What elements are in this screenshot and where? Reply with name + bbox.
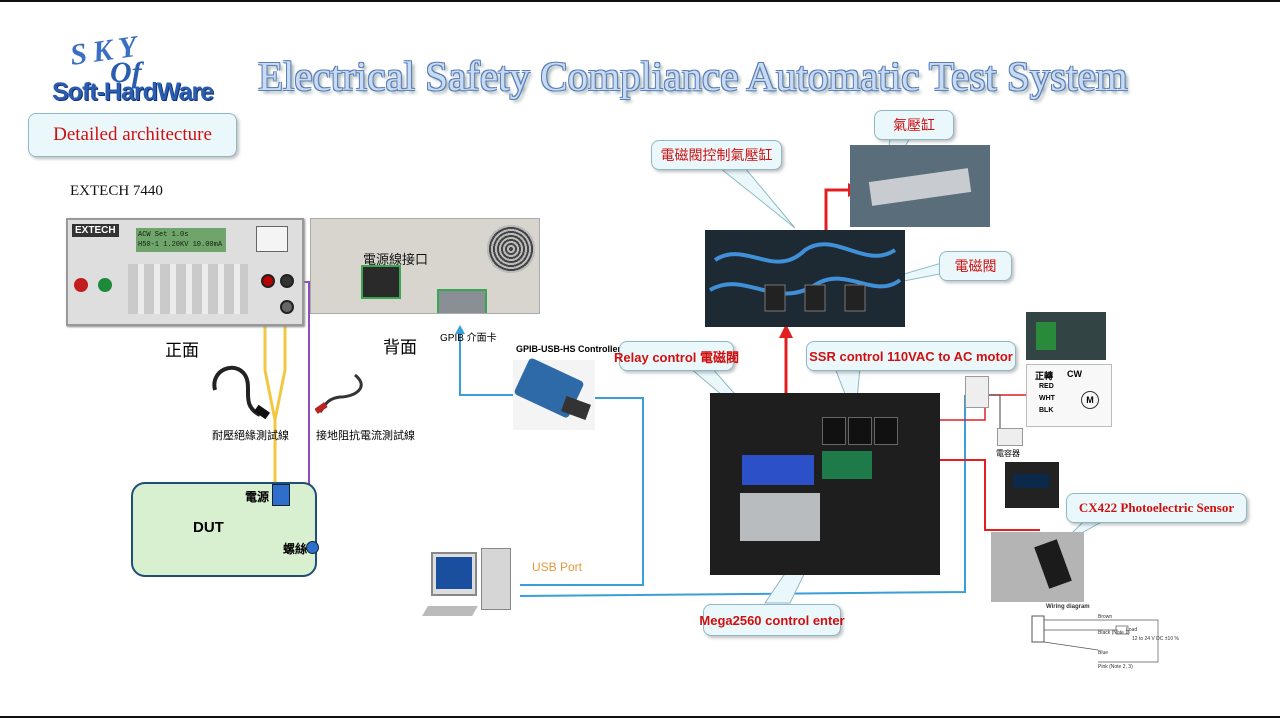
ground-probe-label: 接地阻抗電流測試線 (316, 430, 415, 442)
power-plug (965, 376, 989, 408)
callout-valve: 電磁閥 (939, 251, 1012, 281)
wire-pink: Pink (Note 2, 3) (1098, 664, 1133, 670)
motor-symbol: M (1081, 391, 1099, 409)
wiring-lines (1031, 615, 1159, 663)
callout-valve-control: 電磁閥控制氣壓缸 (651, 140, 782, 170)
callout-relay: Relay control 電磁閥 (614, 341, 739, 371)
analog-meter (256, 226, 288, 252)
dut-power-label: 電源 (245, 490, 270, 504)
usb-port-label: USB Port (532, 560, 583, 574)
control-box-photo (710, 393, 940, 575)
cylinder-body (868, 168, 972, 206)
power-supply (740, 493, 820, 541)
wiring-diagram: Wiring diagram Brown Black (Note 1) Blue… (1028, 604, 1179, 674)
lcd-line-2: H50-1 1.20KV 10.00mA (138, 241, 223, 249)
usb-cable (520, 397, 644, 586)
pc-icon (422, 548, 520, 626)
relay-board (742, 455, 814, 485)
ground-terminal (280, 300, 294, 314)
power-port-label: 電源線接口 (363, 252, 429, 267)
cylinder-photo (850, 145, 990, 227)
logo: SKY Of Soft-HardWare (50, 29, 220, 112)
ground-probe-icon (315, 373, 363, 414)
valves-photo (705, 230, 905, 327)
pc-tower (481, 548, 511, 610)
arrow-head-valves (779, 324, 793, 338)
lcd-line-1: ACW Set 1.0s (138, 231, 189, 239)
motor-cw-label: CW (1067, 369, 1082, 379)
gpib-usb-controller (513, 357, 595, 430)
motor-photo (1026, 312, 1106, 360)
wire-black: Black (Note 1) (1098, 630, 1130, 636)
callout-sensor: CX422 Photoelectric Sensor (1066, 493, 1247, 523)
page-title: Electrical Safety Compliance Automatic T… (258, 53, 1128, 99)
power-inlet (361, 265, 401, 299)
motor-wht-label: WHT (1039, 395, 1055, 402)
capacitor-label: 電容器 (996, 449, 1020, 458)
gpib-card-label: GPIB 介面卡 (440, 333, 497, 344)
wire-load: Load (1126, 627, 1138, 633)
gpib-connector (437, 289, 487, 313)
logo-bottom-text: Soft-HardWare (52, 78, 214, 106)
front-label: 正面 (165, 341, 199, 360)
wiring-title: Wiring diagram (1046, 604, 1090, 610)
dut-power-socket (272, 484, 290, 506)
return-terminal (280, 274, 294, 288)
mega2560-board (822, 451, 872, 479)
valve-cylinder-arrow (815, 188, 850, 234)
motor-diagram: 正轉 CW RED WHT BLK M (1026, 364, 1112, 427)
detailed-architecture-badge: Detailed architecture (28, 113, 237, 157)
tester-front-panel: EXTECH ACW Set 1.0s H50-1 1.20KV 10.00mA (66, 218, 304, 326)
motor-blk-label: BLK (1039, 407, 1054, 414)
motor-direction-label: 正轉 (1035, 371, 1054, 381)
fan-icon (487, 225, 535, 273)
start-button[interactable] (98, 278, 112, 292)
tester-brand: EXTECH (72, 224, 119, 237)
bottom-border (0, 716, 1280, 718)
keypad (128, 264, 248, 314)
hv-probe-label: 耐壓絕緣測試線 (212, 430, 289, 442)
yellow-lead (263, 315, 277, 482)
tester-model-label: EXTECH 7440 (70, 183, 163, 199)
controller-label: GPIB-USB-HS Controller (516, 344, 622, 354)
pc-monitor (431, 552, 477, 596)
cap-line (985, 394, 1001, 430)
wire-brown: Brown (1098, 614, 1113, 620)
hv-probe-icon (212, 365, 271, 420)
top-border (0, 0, 1280, 2)
capacitor (997, 428, 1023, 446)
ssr-1 (822, 417, 846, 445)
dut-box: DUT 電源 螺絲 (131, 482, 319, 577)
stop-button[interactable] (74, 278, 88, 292)
callout-cylinder: 氣壓缸 (874, 110, 954, 140)
callout-mega: Mega2560 control enter (699, 604, 845, 636)
wire-blue: Blue (1098, 650, 1109, 656)
gpib-arrow (455, 325, 465, 334)
pc-keyboard (422, 606, 478, 616)
dut-label: DUT (193, 519, 224, 536)
sensor-photo (991, 532, 1084, 602)
logo-mid-text: Of (110, 56, 142, 89)
ssr-2 (848, 417, 872, 445)
tester-lcd: ACW Set 1.0s H50-1 1.20KV 10.00mA (136, 228, 226, 252)
dut-screw-label: 螺絲 (283, 542, 308, 556)
sensor-amp-photo (1005, 462, 1059, 508)
back-label: 背面 (383, 338, 417, 357)
pointer-valve-control (718, 167, 796, 229)
callout-ssr: SSR control 110VAC to AC motor (806, 341, 1016, 371)
gpib-cable (459, 328, 515, 396)
ssr-3 (874, 417, 898, 445)
hv-terminal (261, 274, 275, 288)
yellow-lead-2 (273, 315, 287, 421)
screw-terminal (306, 541, 319, 554)
motor-red-label: RED (1039, 383, 1054, 390)
tester-rear-panel: 電源線接口 (310, 218, 540, 314)
wire-supply: 12 to 24 V DC ±10 % (1132, 636, 1179, 642)
